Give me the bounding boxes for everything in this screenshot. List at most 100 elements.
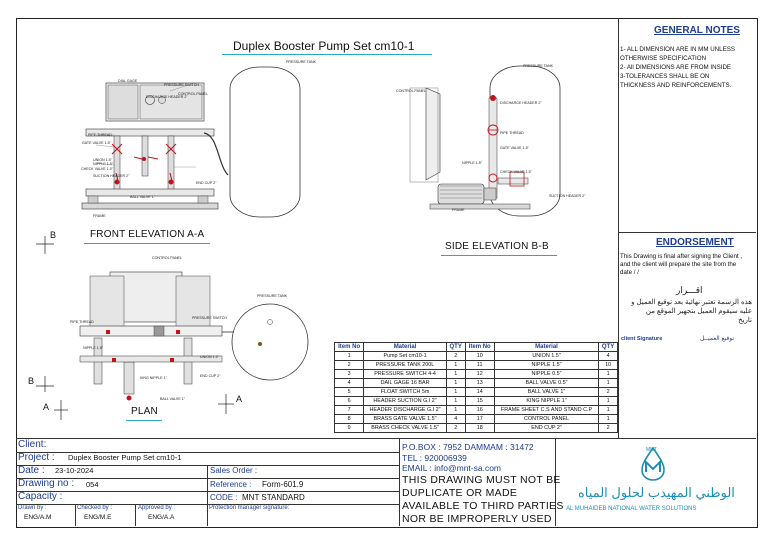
section-mark-a-right [218,394,234,414]
materials-cell: 1 [445,378,466,388]
materials-cell: 1 [445,396,466,406]
materials-cell: 13 [464,378,495,388]
plan-label-king-nipple: KING NIPPLE 1" [140,376,167,380]
tb-row [16,491,399,492]
endorsement-arabic-line: تاريخ [738,317,752,324]
materials-cell: UNION 1.5" [493,351,600,361]
note-line: 1- ALL DIMENSION ARE IN MM UNLESS [620,46,735,53]
plan-label-end-cup: END CUP 2" [200,374,221,378]
materials-cell: 1 [598,378,618,388]
plan-label-pressure-switch: PRESSURE SWITCH [192,316,227,320]
side-label-suction-header: SUCTION HEADER 2" [549,194,586,198]
materials-cell: Pump Set cm10-1 [363,351,447,361]
materials-cell: BRASS CHECK VALVE 1.5" [363,423,447,433]
project-label: Project : [18,452,55,463]
materials-cell: BALL VALVE 1" [493,387,600,397]
client-label: Client: [18,439,47,450]
side-label-gate-valve: GATE VALVE 1.5" [500,146,529,150]
materials-cell: 2 [598,423,618,433]
titleblock-top-line [16,438,756,439]
company-english-name: AL MUHAIDEB NATIONAL WATER SOLUTIONS [566,506,697,512]
materials-cell: PRESSURE TANK 200L [363,360,447,370]
materials-cell: HEADER DISCHARGE G.I 2" [363,405,447,415]
general-notes-title: GENERAL NOTES [654,25,740,36]
section-mark-a-left [54,400,68,420]
warning-line: DUPLICATE OR MADE [402,487,518,499]
note-line: 2- All DIMENSIONS ARE FROM INSIDE [620,64,732,71]
checked-by-value: ENG/M.E [84,514,112,521]
plan-title: PLAN [131,406,158,417]
col-header: Material [493,342,600,352]
materials-cell: FRAME SHEET C.S AND STAND C.P [493,405,600,415]
company-arabic-name: الوطني المهيدب لحلول المياه [578,485,735,500]
drawing-no-value: 054 [86,480,99,489]
materials-cell: CONTROL PANEL [493,414,600,424]
client-signature-label-ar: توقيع العميــل [700,336,735,342]
materials-cell: 9 [333,423,365,433]
protection-label: Protection manager signature: [209,505,290,511]
plan-label-union: UNION 1.5" [200,355,219,359]
endorsement-divider [618,232,756,233]
endorsement-arabic-text: هذه الرسمة تعتبر نهائية بعد توقيع العميل… [620,298,752,325]
note-line: THICKNESS AND REINFORCEMENTS. [620,82,732,89]
materials-table: Item No Material QTY Item No Material QT… [333,342,618,433]
materials-cell: 2 [598,387,618,397]
tb-row [16,504,399,505]
materials-cell: PRESSURE SWITCH 4-4 [363,369,447,379]
materials-cell: 8 [333,414,365,424]
label-control-panel: CONTROL PANEL [178,92,208,96]
label-suction-header: SUCTION HEADER 2" [93,174,130,178]
label-frame: FRAME [93,214,106,218]
materials-cell: 2 [445,351,466,361]
titleblock-col-mid [207,465,208,526]
telephone: TEL : 920006939 [402,453,467,463]
materials-cell: 16 [464,405,495,415]
endorsement-arabic-title: اقـــرار [676,285,703,295]
endorsement-arabic-line: هذه الرسمة تعتبر نهائية بعد توقيع العميل… [631,299,752,306]
tb-col [135,504,136,526]
plan-underline [126,420,162,421]
materials-cell: 1 [445,405,466,415]
company-logo-text: MNT [646,447,657,453]
materials-cell: 4 [598,351,618,361]
materials-cell: 15 [464,396,495,406]
note-line: 3-TOLERANCES SHALL BE ON [620,73,710,80]
drawn-by-label: Drawn by : [18,505,47,511]
materials-cell: 18 [464,423,495,433]
note-line: OTHERWISE SPECIFICATION [620,55,707,62]
plan-label-ball-valve: BALL VALVE 1" [160,397,185,401]
label-end-cup: END CUP 2" [196,181,217,185]
col-header: Item No [464,342,495,352]
materials-cell: END CUP 2" [493,423,600,433]
titleblock-col-contact [399,438,400,526]
warning-line: NOR BE IMPROPERLY USED [402,513,552,525]
materials-cell: NIPPLE 1.5" [493,360,600,370]
warning-line: AVAILABLE TO THIRD PARTIES [402,500,564,512]
po-box: P.O.BOX : 7952 DAMMAM : 31472 [402,442,534,452]
materials-cell: 1 [445,387,466,397]
materials-cell: 4 [445,414,466,424]
side-label-check-valve: CHECK VALVE 1.5" [500,170,532,174]
email: EMAIL : info@mnt-sa.com [402,463,502,473]
col-header: Item No [333,342,365,352]
section-mark-a-left-label: A [43,402,50,412]
section-mark-b-top [36,236,54,254]
materials-cell: FLOAT SWITCH 5m [363,387,447,397]
drawn-by-value: ENG/A.M [24,514,52,521]
materials-cell: 10 [464,351,495,361]
endorsement-text: This Drawing is final after signing the … [620,253,742,277]
front-elevation-title: FRONT ELEVATION A-A [90,229,205,240]
title-underline [222,54,432,55]
sales-order-label: Sales Order : [210,466,258,475]
plan-label-pressure-tank: PRESSURE TANK [257,294,288,298]
date-value: 23-10-2024 [55,466,94,475]
label-pressure-tank: PRESSURE TANK [286,60,317,64]
side-elevation-title: SIDE ELEVATION B-B [445,241,549,252]
side-underline [441,255,557,256]
endorsement-arabic-line: عليه سيقوم العميل بتجهيز الموقع من [645,308,752,315]
